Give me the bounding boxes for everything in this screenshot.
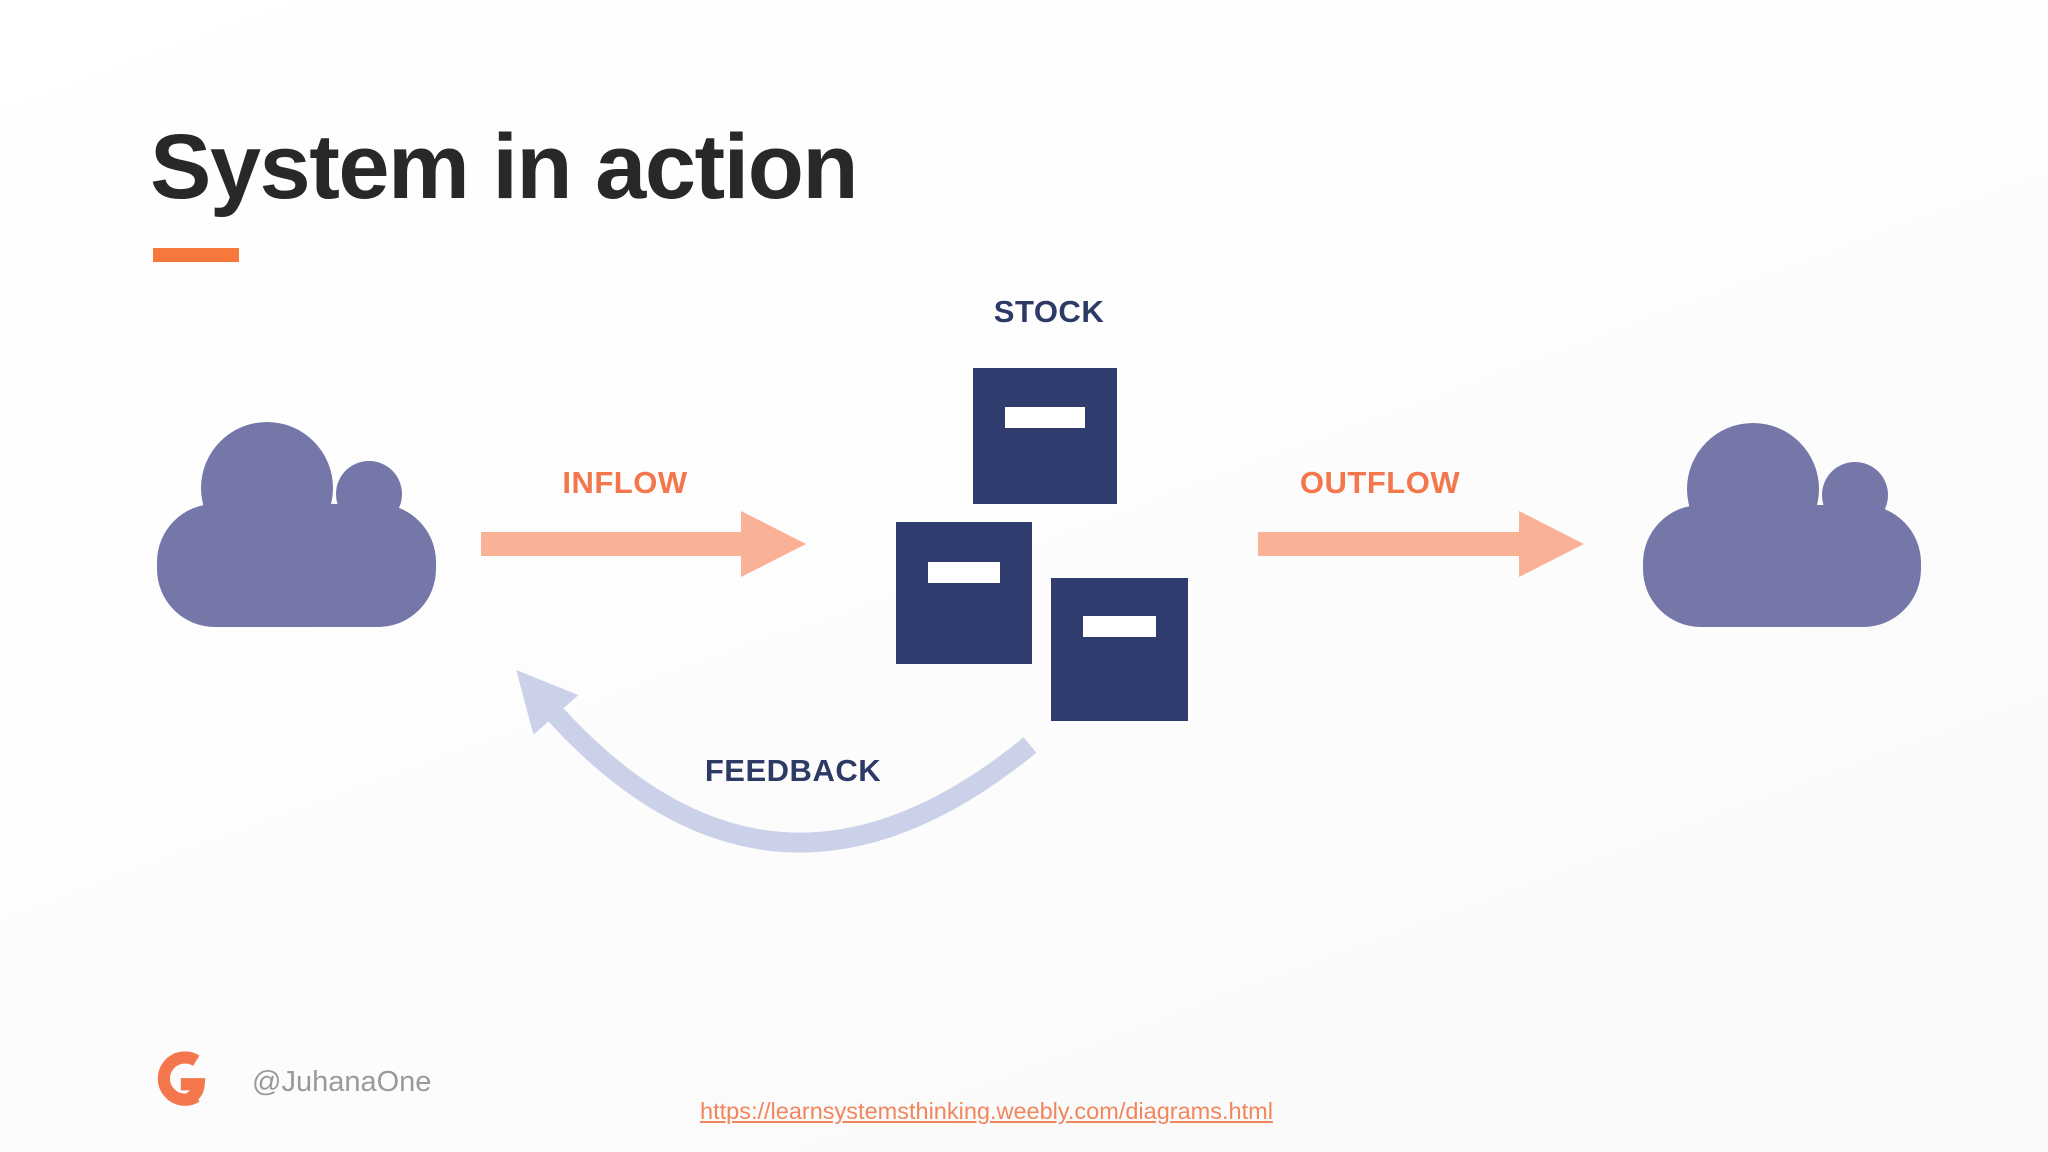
stock-box-slot <box>1083 616 1156 637</box>
title-accent-bar <box>153 248 239 262</box>
feedback-label: FEEDBACK <box>704 753 882 788</box>
stock-box-slot <box>928 562 1000 583</box>
outflow-label: OUTFLOW <box>1299 465 1461 500</box>
stock-box-slot <box>1005 407 1085 428</box>
page-title: System in action <box>150 116 859 218</box>
cloud-source-icon <box>157 422 436 627</box>
outflow-arrow-icon <box>1258 511 1584 577</box>
inflow-label: INFLOW <box>562 465 688 500</box>
stock-box-icon <box>973 368 1117 504</box>
inflow-arrow-icon <box>481 511 806 577</box>
author-handle: @JuhanaOne <box>252 1066 432 1098</box>
stock-box-icon <box>1051 578 1188 721</box>
source-link[interactable]: https://learnsystemsthinking.weebly.com/… <box>700 1098 1273 1124</box>
g-logo-icon <box>157 1051 206 1106</box>
cloud-sink-icon <box>1643 423 1921 627</box>
stock-box-icon <box>896 522 1032 664</box>
stock-label: STOCK <box>993 294 1105 329</box>
